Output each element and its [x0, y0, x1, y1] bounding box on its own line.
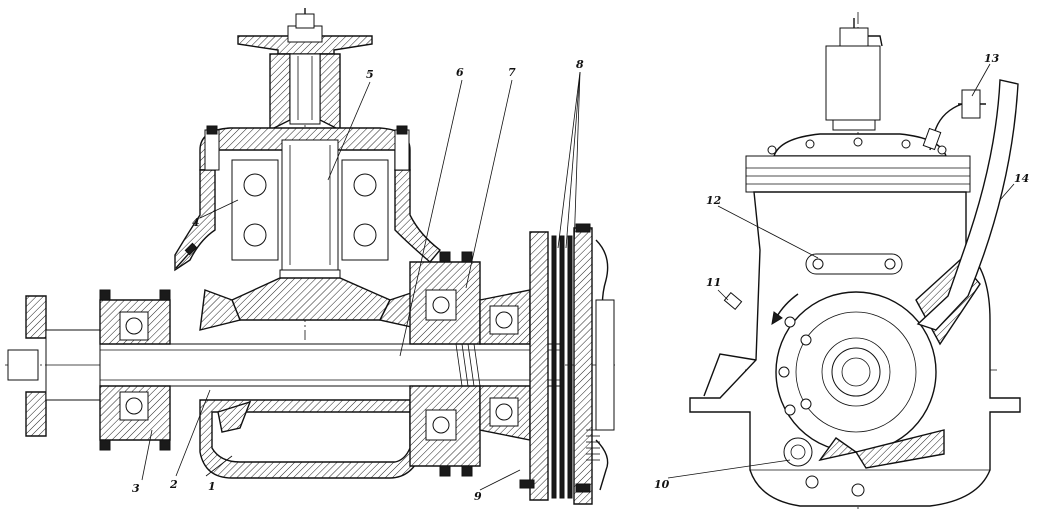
- main-shaft: [99, 343, 561, 387]
- callout-6: 6: [456, 66, 464, 79]
- callout-12: 12: [706, 194, 722, 207]
- clutch-hub: [479, 289, 531, 441]
- bevel-gear: [199, 277, 426, 331]
- callout-4: 4: [192, 216, 200, 229]
- left-flange: [7, 295, 120, 437]
- callout-9: 9: [474, 490, 482, 503]
- callout-2: 2: [169, 478, 178, 491]
- callout-5: 5: [366, 68, 374, 81]
- grease-fitting: [175, 242, 198, 269]
- pinion-shaft: [279, 139, 341, 301]
- hose: [916, 79, 1019, 331]
- leader-lines: [141, 63, 1015, 491]
- end-view: [689, 12, 1021, 510]
- callout-1: 1: [208, 480, 216, 493]
- callout-8: 8: [576, 58, 584, 71]
- top-cover: [745, 133, 971, 193]
- sectional-view: [5, 8, 615, 505]
- callout-10: 10: [654, 478, 670, 491]
- right-bearing-housing: [409, 251, 481, 477]
- callout-3: 3: [132, 482, 140, 495]
- callout-14: 14: [1014, 172, 1029, 185]
- pinion-bearings: [231, 159, 389, 261]
- clutch-discs: [519, 223, 615, 505]
- top-sensor: [825, 18, 883, 131]
- callout-13: 13: [984, 52, 1000, 65]
- callout-7: 7: [508, 66, 516, 79]
- top-flange: [237, 8, 373, 55]
- lower-casing: [199, 399, 423, 479]
- upper-housing: [174, 125, 442, 272]
- callout-labels: 1 2 3 4 5 6 7 8 9 10 11 12 13 14: [132, 52, 1029, 503]
- left-bearing-housing: [99, 289, 171, 451]
- upper-shaft-tube: [269, 53, 341, 132]
- callout-11: 11: [706, 276, 721, 289]
